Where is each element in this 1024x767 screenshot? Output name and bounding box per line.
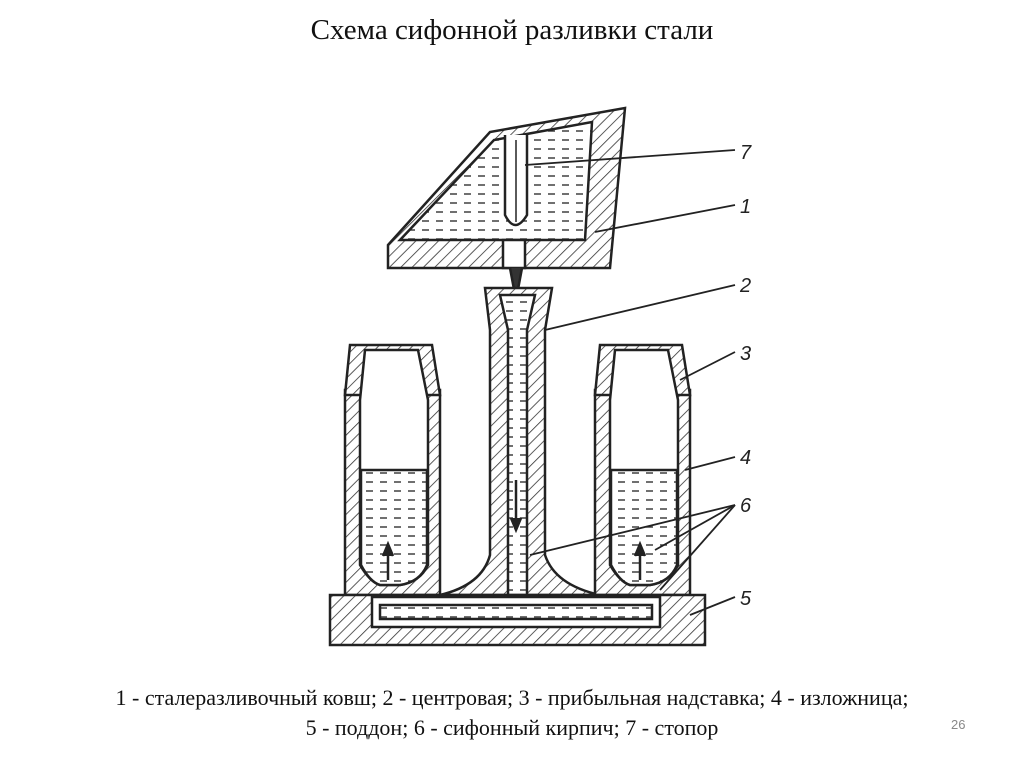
- label-2: 2: [739, 275, 751, 297]
- slide-title: Схема сифонной разливки стали: [310, 14, 714, 46]
- center-runner: [439, 286, 601, 597]
- caption-line-1: 1 - сталеразливочный ковш; 2 - центровая…: [115, 685, 909, 710]
- leader-lines: [524, 149, 736, 616]
- caption-line-2: 5 - поддон; 6 - сифонный кирпич; 7 - сто…: [305, 715, 719, 740]
- mold-right: [593, 343, 692, 597]
- mold-left: [343, 343, 442, 597]
- label-5: 5: [740, 588, 752, 610]
- label-1: 1: [740, 196, 751, 218]
- label-7: 7: [740, 142, 752, 164]
- caption: 1 - сталеразливочный ковш; 2 - центровая…: [0, 683, 1024, 743]
- bottom-plate: [328, 593, 707, 647]
- page-number: 26: [951, 717, 966, 732]
- label-6: 6: [740, 495, 752, 517]
- stopper: [503, 135, 529, 227]
- label-4: 4: [740, 447, 751, 469]
- label-3: 3: [740, 343, 751, 365]
